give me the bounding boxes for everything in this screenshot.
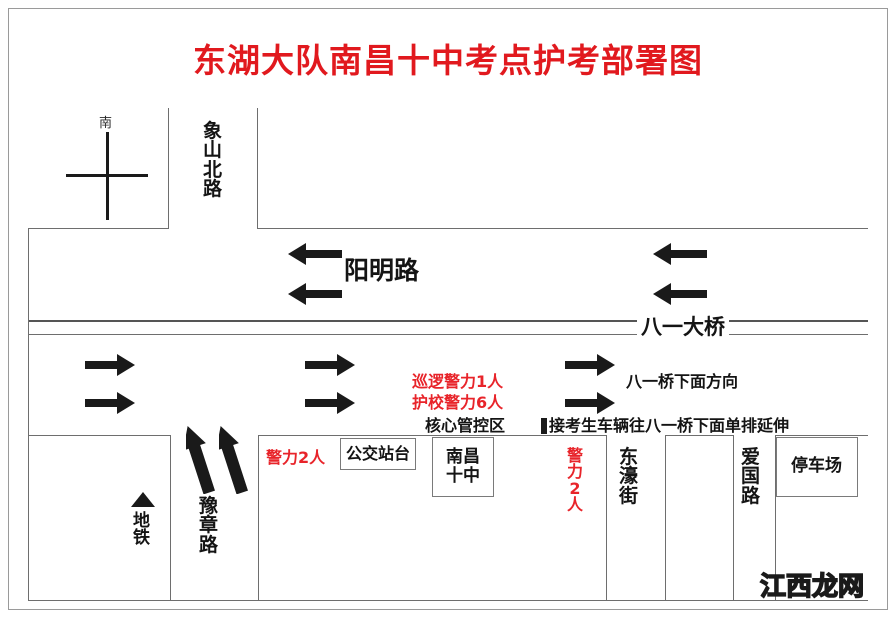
- block-line-mid-top: [665, 435, 733, 436]
- place-parking-lot-label: 停车场: [791, 456, 842, 476]
- arrow-right-icon-4: [305, 392, 355, 414]
- road-label-xiangshan-beilu: 象山北路: [203, 120, 223, 201]
- place-bus-stop-label: 公交站台: [345, 444, 410, 464]
- road-label-yangming-lu: 阳明路: [344, 256, 420, 285]
- road-label-aiguo-lu: 爱国路: [741, 446, 761, 507]
- block-line-central-top: [258, 435, 606, 436]
- block-line-left-edge: [28, 228, 29, 600]
- watermark-part1: 江西: [759, 571, 813, 603]
- block-line-compass-bottom: [28, 228, 169, 229]
- arrow-right-icon-6: [565, 392, 615, 414]
- place-parking-lot-box: [776, 437, 858, 497]
- outer-frame: [8, 8, 888, 610]
- bridge-line-bottom: [28, 334, 868, 335]
- place-school-label-line1: 南昌: [446, 447, 480, 468]
- compass-cross-icon-horizontal: [66, 174, 148, 177]
- watermark: 江西龙网: [759, 566, 865, 603]
- road-line-xiangshan-west: [168, 108, 169, 228]
- road-label-yuzhang-lu: 豫章路: [199, 495, 219, 556]
- annotation-police-west: 警力2人: [266, 448, 326, 467]
- block-line-mid-left: [665, 435, 666, 600]
- arrow-right-icon-3: [305, 354, 355, 376]
- annotation-school-guard-police: 护校警力6人: [412, 393, 504, 412]
- arrow-left-icon-yangming-1: [288, 243, 342, 265]
- road-line-xiangshan-east: [257, 108, 258, 228]
- annotation-core-control-zone: 核心管控区: [425, 416, 506, 435]
- place-label-subway: 地铁: [133, 511, 150, 549]
- arrow-left-icon-yangming-4: [653, 283, 707, 305]
- arrow-right-icon-5: [565, 354, 615, 376]
- place-school: 南昌 十中: [432, 437, 494, 497]
- arrow-left-icon-yangming-3: [653, 243, 707, 265]
- arrow-curve-up-icon-1: [186, 425, 215, 494]
- bridge-line-top: [28, 320, 868, 322]
- block-line-bottom: [28, 600, 868, 601]
- block-line-subway-right: [170, 435, 171, 600]
- block-line-parking-top: [775, 435, 868, 436]
- watermark-part2: 龙网: [811, 571, 865, 603]
- road-label-bayi-daqiao: 八一大桥: [637, 316, 729, 338]
- annotation-pickup-queue: 接考生车辆往八一桥下面单排延伸: [549, 416, 790, 435]
- place-bus-stop: 公交站台: [340, 438, 416, 470]
- arrow-right-icon-1: [85, 354, 135, 376]
- arrow-curve-up-icon-2: [219, 425, 248, 494]
- arrow-right-icon-2: [85, 392, 135, 414]
- block-line-mid-right: [733, 435, 734, 600]
- block-line-subway-top: [28, 435, 171, 436]
- arrow-left-icon-yangming-2: [288, 283, 342, 305]
- place-school-label-line2: 十中: [446, 466, 480, 486]
- block-line-central-right: [606, 435, 607, 600]
- annotation-patrol-police: 巡逻警力1人: [412, 372, 504, 391]
- gate-marker-icon: [541, 418, 547, 434]
- road-label-donghao-jie: 东濠街: [619, 446, 639, 507]
- triangle-up-icon-subway: [131, 492, 155, 507]
- block-line-central-left: [258, 435, 259, 600]
- annotation-police-east: 警力2人: [567, 446, 584, 514]
- annotation-bayi-bridge-direction: 八一桥下面方向: [626, 372, 739, 391]
- block-line-north-yangming: [257, 228, 868, 229]
- compass-south-label: 南: [99, 116, 113, 131]
- page-title: 东湖大队南昌十中考点护考部署图: [193, 41, 703, 80]
- block-line-parking-left: [775, 435, 776, 600]
